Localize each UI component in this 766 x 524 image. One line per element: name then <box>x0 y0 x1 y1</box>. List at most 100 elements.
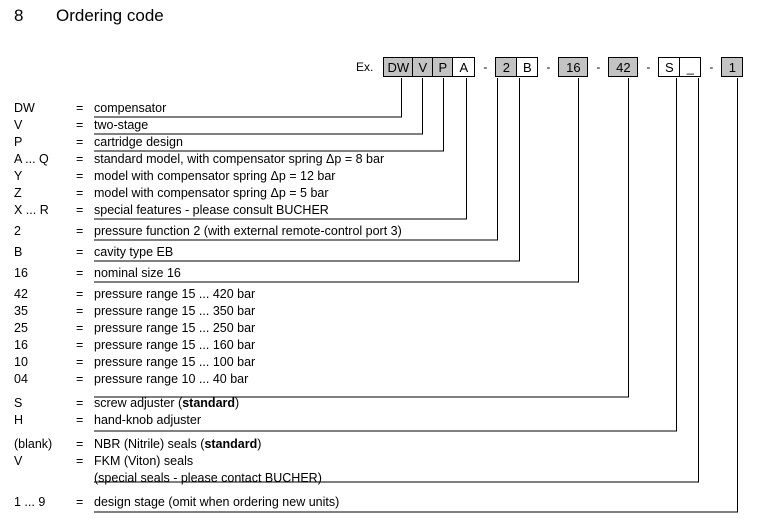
legend-desc-pre: NBR (Nitrile) seals ( <box>94 437 205 451</box>
code-box-1[interactable]: 1 <box>721 57 744 77</box>
legend-row-xr: X ... R = special features - please cons… <box>14 202 754 219</box>
legend-desc: two-stage <box>94 118 149 132</box>
legend-desc-bold: standard <box>182 396 236 410</box>
legend-equals: = <box>76 321 84 335</box>
legend-code: 16 <box>14 338 28 352</box>
code-group-4: 42 <box>608 57 639 77</box>
code-box-42[interactable]: 42 <box>608 57 639 77</box>
legend-code: 16 <box>14 266 28 280</box>
legend-code: V <box>14 454 23 468</box>
legend-desc: pressure range 15 ... 100 bar <box>94 355 256 369</box>
legend-row-aq: A ... Q = standard model, with compensat… <box>14 151 754 168</box>
legend-row-s: S = screw adjuster (standard) <box>14 395 754 412</box>
legend-row-2: 2 = pressure function 2 (with external r… <box>14 223 754 240</box>
legend-code: Z <box>14 186 22 200</box>
legend-code: S <box>14 396 23 410</box>
legend-desc: screw adjuster (standard) <box>94 395 239 412</box>
code-group-3: 16 <box>558 57 589 77</box>
code-box-s[interactable]: S <box>658 57 681 77</box>
legend-row-b: B = cavity type EB <box>14 244 754 261</box>
legend-equals: = <box>76 437 84 451</box>
legend-desc: NBR (Nitrile) seals (standard) <box>94 436 261 453</box>
legend-desc: standard model, with compensator spring … <box>94 152 385 166</box>
legend-row-dw: DW = compensator <box>14 100 754 117</box>
legend-desc: pressure range 10 ... 40 bar <box>94 372 249 386</box>
legend-equals: = <box>76 454 84 468</box>
legend-equals: = <box>76 186 84 200</box>
code-separator-1: - <box>483 60 488 74</box>
legend-row-h: H = hand-knob adjuster <box>14 412 754 429</box>
code-group-6: 1 <box>721 57 744 77</box>
legend-equals: = <box>76 266 84 280</box>
legend-row-y: Y = model with compensator spring Δp = 1… <box>14 168 754 185</box>
code-separator-4: - <box>646 60 651 74</box>
code-box-v[interactable]: V <box>412 57 434 77</box>
legend-desc: special features - please consult BUCHER <box>94 203 329 217</box>
section-title: Ordering code <box>56 6 164 25</box>
legend-equals: = <box>76 304 84 318</box>
legend-desc: pressure range 15 ... 420 bar <box>94 287 256 301</box>
legend-row-z: Z = model with compensator spring Δp = 5… <box>14 185 754 202</box>
legend-code: 04 <box>14 372 28 386</box>
legend-equals: = <box>76 135 84 149</box>
legend-code: B <box>14 245 23 259</box>
legend-code: Y <box>14 169 23 183</box>
legend-code: 35 <box>14 304 28 318</box>
legend-desc-post: ) <box>257 437 262 451</box>
legend-desc: pressure function 2 (with external remot… <box>94 224 402 238</box>
code-box-a[interactable]: A <box>452 57 476 77</box>
legend-equals: = <box>76 169 84 183</box>
legend-code: P <box>14 135 23 149</box>
code-group-1: DW V P A <box>383 57 476 77</box>
code-group-5: S _ <box>658 57 702 77</box>
code-box-b[interactable]: B <box>516 57 539 77</box>
legend-code: 42 <box>14 287 28 301</box>
legend-equals: = <box>76 203 84 217</box>
legend-desc: nominal size 16 <box>94 266 181 280</box>
legend-equals: = <box>76 355 84 369</box>
legend-equals: = <box>76 118 84 132</box>
legend-equals: = <box>76 152 84 166</box>
legend-code: (blank) <box>14 437 53 451</box>
legend-equals: = <box>76 413 84 427</box>
code-box-16[interactable]: 16 <box>558 57 589 77</box>
legend-row-blank: (blank) = NBR (Nitrile) seals (standard) <box>14 436 754 453</box>
legend-code: H <box>14 413 24 427</box>
legend-desc: pressure range 15 ... 250 bar <box>94 321 256 335</box>
legend-code: X ... R <box>14 203 49 217</box>
legend-code: 10 <box>14 355 28 369</box>
legend-equals: = <box>76 101 84 115</box>
legend-desc: model with compensator spring Δp = 12 ba… <box>94 169 336 183</box>
legend-row-04: 04 = pressure range 10 ... 40 bar <box>14 371 754 388</box>
legend-code: 25 <box>14 321 28 335</box>
code-box-p[interactable]: P <box>432 57 454 77</box>
legend-row-v: V = two-stage <box>14 117 754 134</box>
legend-code: 2 <box>14 224 21 238</box>
legend-equals: = <box>76 287 84 301</box>
ordering-code-legend: DW = compensator V = two-stage P = cartr… <box>14 100 754 511</box>
legend-desc: cartridge design <box>94 135 183 149</box>
code-box-blank[interactable]: _ <box>679 57 702 77</box>
legend-code: DW <box>14 101 35 115</box>
legend-equals: = <box>76 224 84 238</box>
legend-row-design-stage: 1 ... 9 = design stage (omit when orderi… <box>14 494 754 511</box>
code-separator-5: - <box>709 60 714 74</box>
legend-desc: hand-knob adjuster <box>94 413 202 427</box>
legend-desc: compensator <box>94 101 167 115</box>
legend-desc: model with compensator spring Δp = 5 bar <box>94 186 329 200</box>
legend-code: V <box>14 118 23 132</box>
legend-desc: pressure range 15 ... 160 bar <box>94 338 256 352</box>
legend-row-16: 16 = nominal size 16 <box>14 265 754 282</box>
legend-desc: (special seals - please contact BUCHER) <box>94 471 322 485</box>
legend-equals: = <box>76 245 84 259</box>
legend-desc: FKM (Viton) seals <box>94 454 194 468</box>
legend-desc: design stage (omit when ordering new uni… <box>94 495 340 509</box>
code-box-2[interactable]: 2 <box>495 57 518 77</box>
legend-row-special-seals: (special seals - please contact BUCHER) <box>14 470 754 487</box>
ordering-code-example: Ex. DW V P A - 2 B - 16 - 42 - S _ - 1 <box>356 56 744 78</box>
code-box-dw[interactable]: DW <box>383 57 414 77</box>
legend-desc: pressure range 15 ... 350 bar <box>94 304 256 318</box>
example-label: Ex. <box>356 60 374 74</box>
code-separator-3: - <box>596 60 601 74</box>
legend-equals: = <box>76 372 84 386</box>
